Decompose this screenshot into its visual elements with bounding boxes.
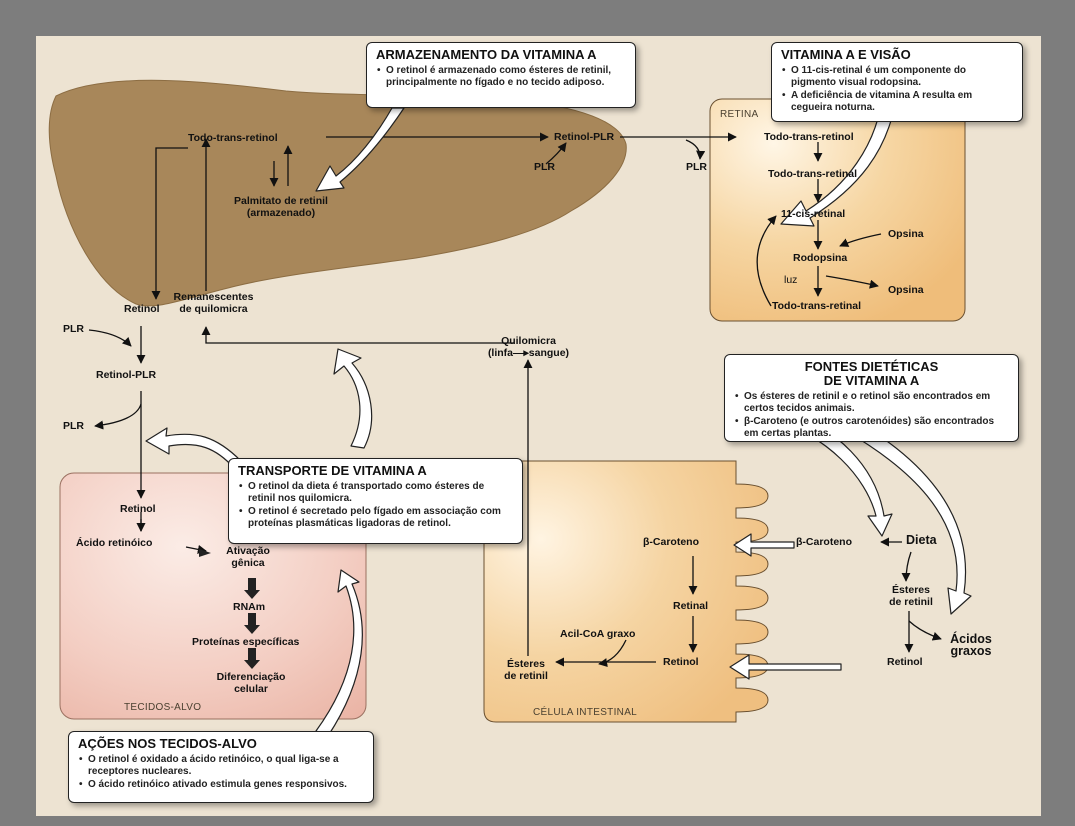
retina-all-trans-retinal: Todo-trans-retinal xyxy=(768,168,858,180)
intestinal-cell-region-label: CÉLULA INTESTINAL xyxy=(533,707,638,718)
target-actions-callout: AÇÕES NOS TECIDOS-ALVO O retinol é oxida… xyxy=(68,731,374,803)
opsin-out-label: Opsina xyxy=(888,284,924,296)
target-tissues-region-label: TECIDOS-ALVO xyxy=(124,702,202,713)
light-label: luz xyxy=(784,274,798,286)
actions-item: O retinol é oxidado a ácido retinóico, o… xyxy=(79,754,364,777)
transport-callout: TRANSPORTE DE VITAMINA A O retinol da di… xyxy=(228,458,523,544)
plr-left-in: PLR xyxy=(63,323,84,335)
beta-carotene-out: β-Caroteno xyxy=(643,536,699,548)
retina-bottom-all-trans-retinal: Todo-trans-retinal xyxy=(772,300,862,312)
storage-callout-title: ARMAZENAMENTO DA VITAMINA A xyxy=(376,47,597,62)
intestinal-cell-panel xyxy=(483,460,769,723)
specific-proteins-label: Proteínas específicas xyxy=(192,636,300,648)
liver-all-trans-retinol: Todo-trans-retinol xyxy=(188,132,278,144)
liver-retinol: Retinol xyxy=(124,303,160,315)
plr-top-in: PLR xyxy=(534,161,555,173)
transport-callout-title: TRANSPORTE DE VITAMINA A xyxy=(238,463,427,478)
vision-item: A deficiência de vitamina A resulta em c… xyxy=(782,90,1013,113)
lumen-retinol: Retinol xyxy=(887,656,923,668)
vision-item: O 11-cis-retinal é um componente do pigm… xyxy=(782,65,1013,88)
diet-label: Dieta xyxy=(906,533,937,547)
retinyl-palmitate-label: Palmitato de retinil(armazenado) xyxy=(234,195,328,219)
rhodopsin-label: Rodopsina xyxy=(793,252,848,264)
intestine-retinol: Retinol xyxy=(663,656,699,668)
chylomicron-label: Quilomicra(linfa—▸sangue) xyxy=(487,335,570,359)
beta-carotene-in: β-Caroteno xyxy=(796,536,852,548)
retinol-plr-left: Retinol-PLR xyxy=(96,369,157,381)
retinol-plr-top: Retinol-PLR xyxy=(554,131,615,143)
plr-top-out: PLR xyxy=(686,161,707,173)
actions-callout-title: AÇÕES NOS TECIDOS-ALVO xyxy=(78,736,257,751)
sources-item: Os ésteres de retinil e o retinol são en… xyxy=(735,391,1009,414)
plr-left-out: PLR xyxy=(63,420,84,432)
vision-callout-title: VITAMINA A E VISÃO xyxy=(781,47,911,62)
transport-item: O retinol da dieta é transportado como é… xyxy=(239,481,513,504)
diagram-page: RETINA TECIDOS-ALVO CÉLULA INTESTINAL To… xyxy=(36,36,1041,816)
retinoic-acid-label: Ácido retinóico xyxy=(76,537,153,549)
retina-region-label: RETINA xyxy=(720,109,759,120)
opsin-in-label: Opsina xyxy=(888,228,924,240)
acyl-coa-label: Acil-CoA graxo xyxy=(560,628,636,640)
vision-callout: VITAMINA A E VISÃO O 11-cis-retinal é um… xyxy=(771,42,1023,122)
transport-item: O retinol é secretado pelo fígado em ass… xyxy=(239,506,513,529)
retinal-label: Retinal xyxy=(673,600,709,612)
sources-item: β-Caroteno (e outros carotenóides) são e… xyxy=(735,416,1009,439)
storage-item: O retinol é armazenado como ésteres de r… xyxy=(377,65,626,88)
mrna-label: RNAm xyxy=(233,601,266,613)
retina-all-trans-retinol: Todo-trans-retinol xyxy=(764,131,854,143)
storage-callout: ARMAZENAMENTO DA VITAMINA A O retinol é … xyxy=(366,42,636,108)
liver-shape xyxy=(48,79,627,307)
11-cis-retinal-label: 11-cis-retinal xyxy=(781,208,846,220)
target-retinol: Retinol xyxy=(120,503,156,515)
actions-item: O ácido retinóico ativado estimula genes… xyxy=(79,779,364,791)
